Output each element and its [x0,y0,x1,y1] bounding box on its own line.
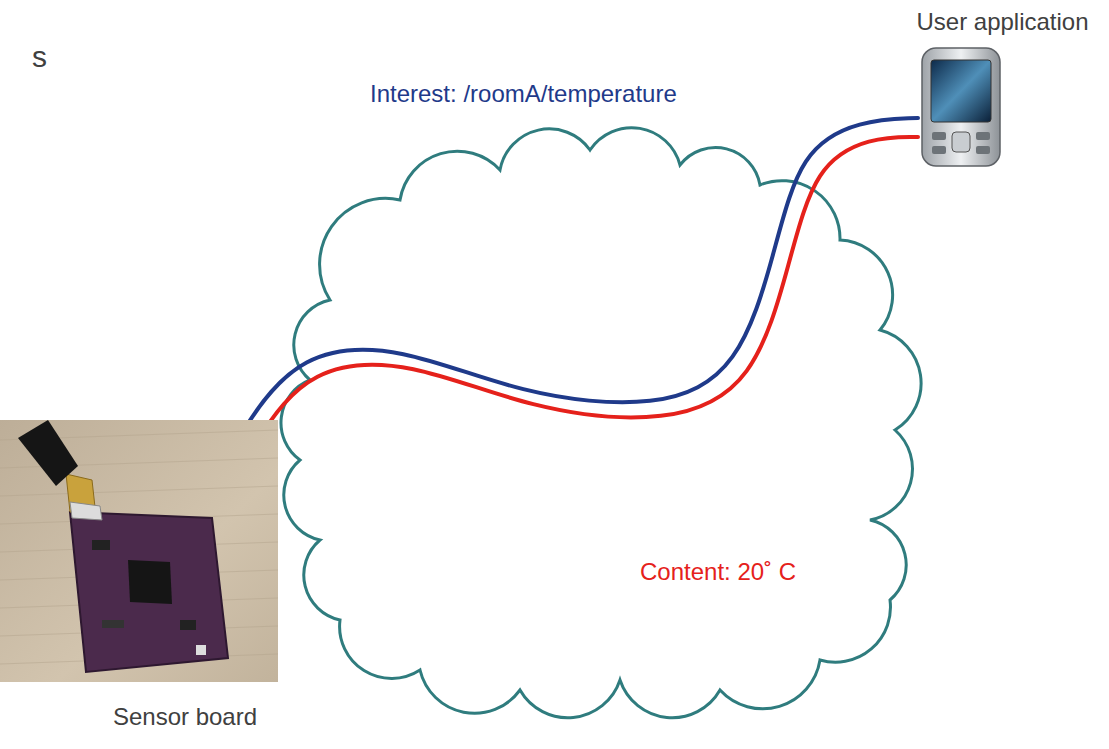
sensor-board-device: Sensor board [0,418,370,738]
content-label: Content: 20˚ C [640,558,796,586]
device-label: Sensor board [0,703,370,731]
slide-title-fragment: s [32,40,47,74]
content-path [210,137,918,527]
network-cloud [281,128,921,718]
interest-label: Interest: /roomA/temperature [370,80,677,108]
interest-path [197,118,918,520]
sensor-board-photo [0,420,278,682]
user-application-device: User application [900,8,1105,173]
device-label: User application [900,8,1105,36]
phone-icon [918,46,1008,171]
